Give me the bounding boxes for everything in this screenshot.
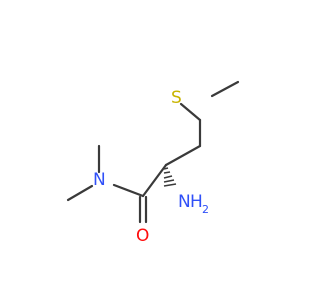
bond-s-methyl: [210, 80, 240, 98]
amine-nitrogen-label: N: [178, 192, 191, 212]
structure-svg: S N N H 2 O: [66, 80, 240, 246]
amide-nitrogen-label: N: [93, 170, 106, 190]
bond-s-ch2: [179, 102, 202, 122]
amine-hydrogen-count: 2: [202, 203, 209, 216]
molecule-diagram: S N N H 2 O: [66, 80, 240, 246]
stereo-hash-bond: [163, 167, 177, 187]
sulfur-label: S: [171, 88, 182, 108]
bond-ch2-ch: [164, 144, 202, 167]
oxygen-label: O: [136, 226, 149, 246]
bond-ch-carbonyl: [141, 163, 168, 198]
amine-hydrogen-label: H: [190, 192, 203, 212]
bond-n-methyl-down: [66, 184, 94, 202]
bond-carbonyl-n: [112, 183, 145, 198]
